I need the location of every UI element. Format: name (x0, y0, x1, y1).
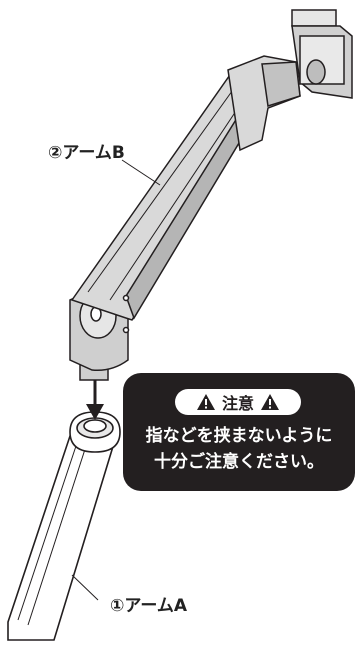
caution-header: 注意 (175, 389, 301, 415)
arm-b (69, 9, 353, 381)
warning-triangle-icon (196, 394, 215, 410)
label-arm-b: ②アームB (48, 143, 125, 163)
leader-line-arm-a (71, 574, 99, 601)
caution-line-1: 指などを挟まないように (145, 426, 333, 446)
caution-callout: 注意 指などを挟まないように 十分ご注意ください。 (123, 373, 355, 491)
caution-message: 指などを挟まないように 十分ご注意ください。 (123, 423, 355, 475)
leader-line-arm-b (121, 159, 161, 186)
label-arm-a: ①アームA (110, 596, 188, 616)
warning-triangle-icon (261, 394, 279, 410)
arm-a (7, 411, 121, 641)
caution-title: 注意 (221, 394, 254, 413)
caution-line-2: 十分ご注意ください。 (154, 452, 324, 472)
